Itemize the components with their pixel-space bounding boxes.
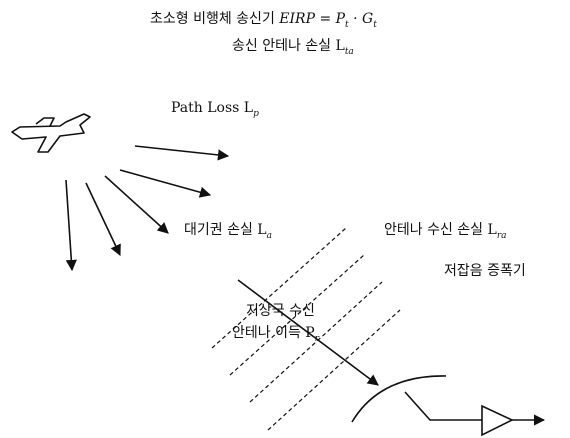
aircraft-icon bbox=[11, 113, 91, 153]
feed-line bbox=[404, 391, 482, 421]
arrow-down-2 bbox=[85, 182, 121, 257]
atm-loss-sub: a bbox=[266, 230, 272, 241]
tx-loss-sub: ta bbox=[344, 46, 354, 57]
tx-antenna-loss-label: 송신 안테나 손실 Lta bbox=[232, 35, 354, 57]
path-loss-text: Path Loss L bbox=[171, 100, 254, 116]
dish-antenna-icon bbox=[351, 375, 447, 423]
radiated-signal-arrows bbox=[65, 145, 379, 386]
arrow-right-1 bbox=[134, 145, 230, 161]
tx-loss-text: 송신 안테나 손실 L bbox=[232, 38, 345, 54]
arrow-right-2 bbox=[119, 169, 212, 198]
rx-antenna-loss-label: 안테나 수신 손실 Lra bbox=[384, 219, 506, 241]
path-loss-label: Path Loss Lp bbox=[171, 100, 259, 119]
path-loss-sub: p bbox=[253, 108, 259, 119]
eirp-formula: EIRP = P bbox=[279, 11, 346, 27]
arrow-to-ground bbox=[237, 279, 379, 386]
amplifier-icon bbox=[481, 404, 514, 437]
transmitter-prefix: 초소형 비행체 송신기 bbox=[150, 11, 280, 27]
eirp-dot: · G bbox=[348, 11, 374, 27]
eirp-sub-1: t bbox=[345, 19, 349, 30]
arrow-diag-1 bbox=[104, 175, 169, 234]
eirp-sub-2: t bbox=[373, 19, 377, 30]
lna-label: 저잡음 증폭기 bbox=[444, 263, 526, 279]
transmitter-eirp-label: 초소형 비행체 송신기 EIRP = Pt · Gt bbox=[150, 8, 377, 30]
rx-loss-sub: ra bbox=[496, 230, 507, 241]
atm-loss-text: 대기권 손실 L bbox=[184, 222, 267, 238]
arrow-down-1 bbox=[65, 179, 77, 272]
gain-text: 안테나 이득 P bbox=[232, 325, 315, 341]
atmosphere-layers bbox=[211, 227, 401, 431]
rx-loss-text: 안테나 수신 손실 L bbox=[384, 222, 497, 238]
atmospheric-loss-label: 대기권 손실 La bbox=[184, 219, 272, 241]
